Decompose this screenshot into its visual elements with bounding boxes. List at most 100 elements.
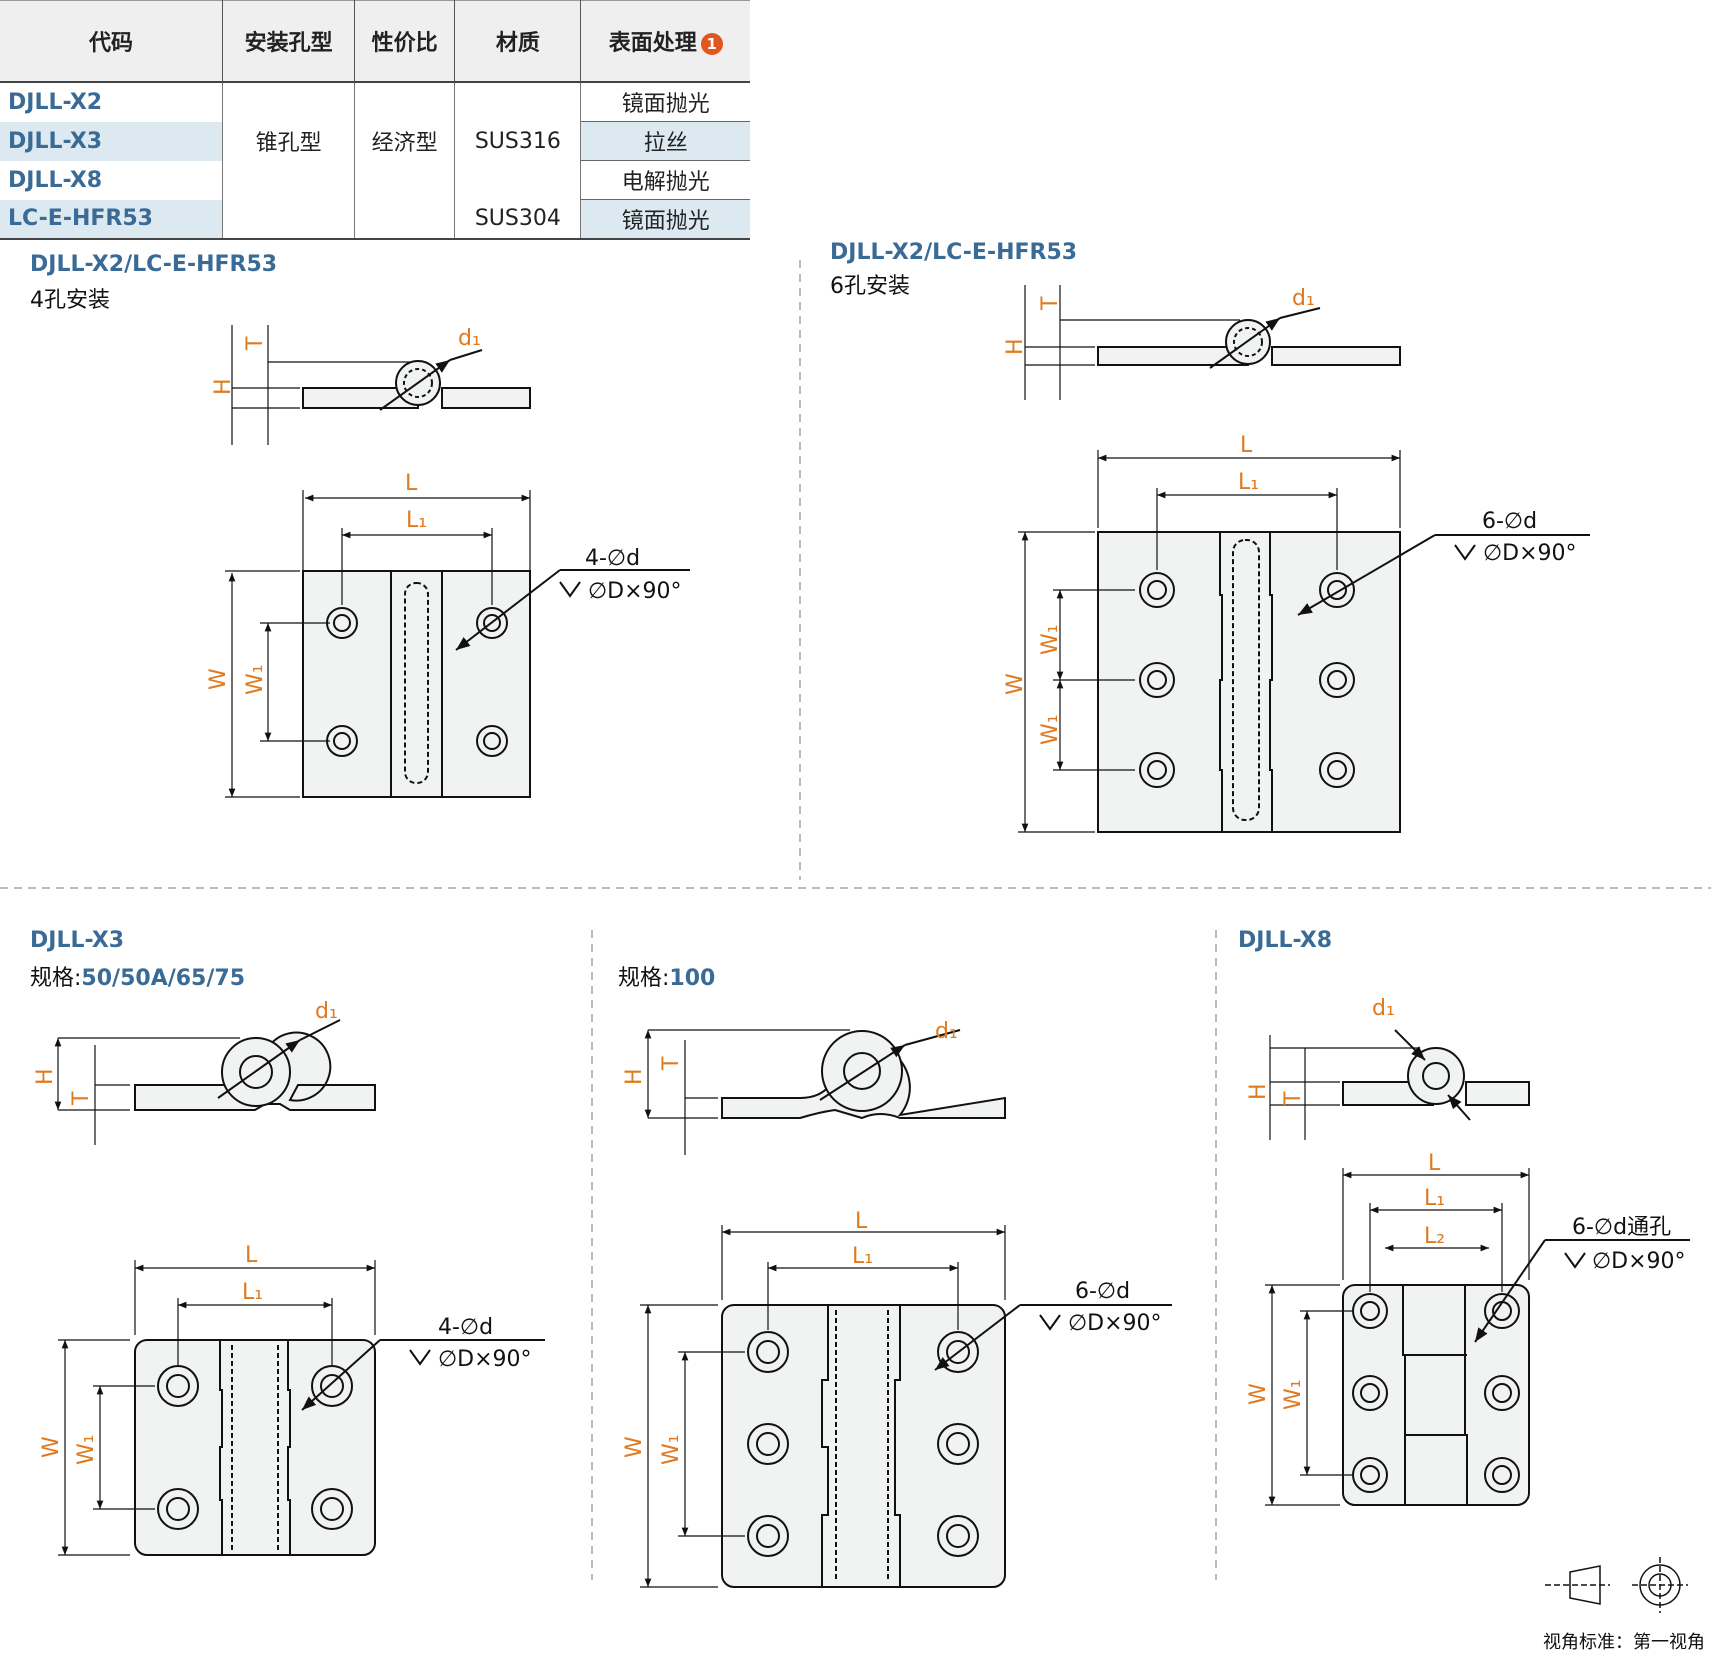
hole-note: 6-∅d通孔 (1572, 1215, 1671, 1240)
material-cell: SUS316 (454, 82, 582, 200)
s1-side-view (302, 349, 531, 411)
section2-subtitle: 6孔安装 (830, 274, 910, 299)
dim-W: W (1003, 673, 1028, 695)
s5-side-view (1342, 1029, 1530, 1121)
hole-note: 4-∅d (585, 546, 640, 571)
finish-cell: 电解抛光 (580, 160, 750, 200)
dim-T: T (1281, 1091, 1306, 1106)
dim-d1: d₁ (1372, 996, 1395, 1021)
dim-L1: L₁ (242, 1280, 263, 1305)
dim-W: W (622, 1436, 647, 1458)
s4-top-view (721, 1304, 1172, 1588)
s3-top-view (134, 1339, 545, 1556)
spec-value: 100 (669, 966, 716, 991)
s3-top-dims (58, 1260, 376, 1556)
dim-L1: L₁ (1424, 1186, 1445, 1211)
hole-type-cell: 锥孔型 (222, 82, 356, 200)
header-code: 代码 (0, 0, 224, 83)
dim-L: L (855, 1209, 868, 1234)
dim-H: H (33, 1068, 58, 1085)
section3-title: DJLL-X3 (30, 928, 125, 953)
s5-top-dims (1265, 1168, 1530, 1506)
dim-L: L (245, 1243, 258, 1268)
table-row: DJLL-X2 锥孔型 经济型 SUS316 镜面抛光 (0, 82, 750, 200)
dim-H: H (1246, 1083, 1271, 1100)
table-row: DJLL-X3 拉丝 (0, 121, 750, 161)
code-cell: LC-E-HFR53 (0, 199, 224, 240)
s2-side-dims (1024, 285, 1240, 400)
dim-d1: d₁ (935, 1019, 958, 1044)
value-cell: 经济型 (354, 82, 456, 200)
spec-label: 规格: (618, 966, 670, 991)
dim-W1: W₁ (659, 1434, 684, 1465)
finish-cell: 拉丝 (580, 121, 750, 161)
countersink-note: ∅D×90° (1068, 1311, 1162, 1336)
projection-standard: 视角标准：第一视角 (1543, 1632, 1705, 1653)
table-row: LC-E-HFR53 SUS304 镜面抛光 (0, 199, 750, 240)
value-cell-empty (354, 199, 456, 240)
dim-L2: L₂ (1424, 1224, 1445, 1249)
material-cell: SUS304 (454, 199, 582, 240)
dim-T: T (1038, 296, 1063, 311)
spec-value: 50/50A/65/75 (81, 966, 246, 991)
dim-L1: L₁ (1238, 470, 1259, 495)
hole-type-cell-empty (222, 199, 356, 240)
header-hole-type: 安装孔型 (222, 0, 356, 83)
hole-note: 6-∅d (1075, 1279, 1130, 1304)
dim-L: L (1240, 433, 1253, 458)
projection-symbol (1545, 1557, 1688, 1613)
dim-L1: L₁ (406, 508, 427, 533)
section4-spec: 规格:100 (618, 960, 715, 992)
countersink-note: ∅D×90° (1483, 541, 1577, 566)
s5-top-view (1342, 1239, 1690, 1506)
dim-W1: W₁ (1038, 714, 1063, 745)
s2-side-view (1097, 307, 1401, 369)
dim-L: L (405, 471, 418, 496)
code-cell: DJLL-X3 (0, 121, 224, 161)
table-row: DJLL-X8 电解抛光 (0, 160, 750, 200)
dim-T: T (69, 1091, 94, 1106)
section3-spec: 规格:50/50A/65/75 (30, 960, 245, 992)
dim-H: H (1003, 338, 1028, 355)
dim-d1: d₁ (1292, 286, 1315, 311)
header-value: 性价比 (354, 0, 456, 83)
dim-W1: W₁ (74, 1434, 99, 1465)
hole-note: 6-∅d (1482, 509, 1537, 534)
countersink-note: ∅D×90° (438, 1347, 532, 1372)
spec-label: 规格: (30, 966, 82, 991)
dim-W1: W₁ (243, 664, 268, 695)
countersink-note: ∅D×90° (1592, 1249, 1686, 1274)
dim-W1: W₁ (1281, 1379, 1306, 1410)
section2-title: DJLL-X2/LC-E-HFR53 (830, 240, 1078, 265)
s2-top-view (1097, 531, 1590, 833)
header-material: 材质 (454, 0, 582, 83)
note-badge: 1 (700, 33, 723, 55)
finish-cell: 镜面抛光 (580, 199, 750, 240)
section1-subtitle: 4孔安装 (30, 288, 110, 313)
dim-L: L (1428, 1151, 1441, 1176)
s1-top-view (302, 569, 690, 798)
s1-side-dims (231, 325, 410, 445)
dim-L1: L₁ (852, 1244, 873, 1269)
countersink-note: ∅D×90° (588, 579, 682, 604)
section5-title: DJLL-X8 (1238, 928, 1333, 953)
dim-W1: W₁ (1038, 624, 1063, 655)
dim-W: W (206, 668, 231, 690)
code-cell: DJLL-X2 (0, 82, 224, 122)
s4-side-view (721, 1029, 1006, 1120)
dim-d1: d₁ (458, 326, 481, 351)
s4-side-dims (644, 1029, 850, 1155)
hole-note: 4-∅d (438, 1315, 493, 1340)
dim-W: W (39, 1436, 64, 1458)
code-cell: DJLL-X8 (0, 160, 224, 200)
section1-title: DJLL-X2/LC-E-HFR53 (30, 252, 278, 277)
finish-cell: 镜面抛光 (580, 82, 750, 122)
s1-top-dims (225, 490, 531, 798)
s4-top-dims (640, 1225, 1006, 1588)
s3-side-view (134, 1019, 376, 1111)
dim-T: T (243, 336, 268, 351)
dim-H: H (622, 1068, 647, 1085)
